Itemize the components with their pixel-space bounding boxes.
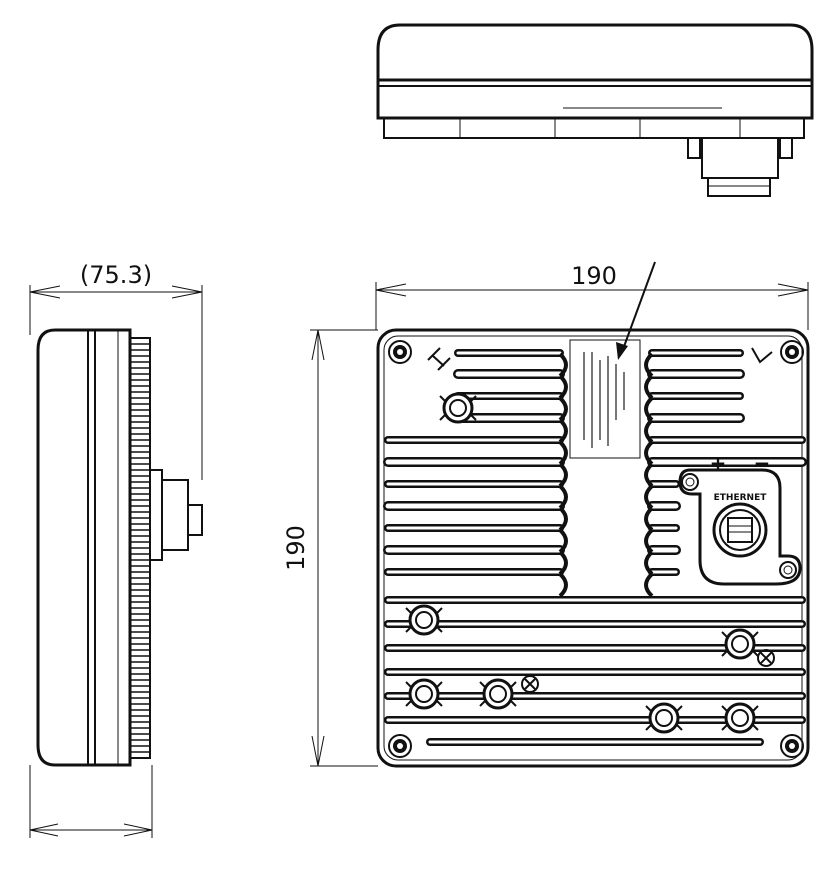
side-fins (130, 338, 150, 758)
minus-symbol: − (754, 451, 771, 475)
label-plate (570, 340, 640, 458)
side-view: (75.3) (30, 261, 202, 838)
ethernet-label: ETHERNET (714, 493, 768, 503)
width-dimension-label: 190 (571, 262, 617, 290)
mounting-bosses (406, 394, 774, 732)
label-text-lines (584, 352, 624, 448)
ethernet-connector: ETHERNET + − (680, 451, 800, 584)
front-view: 190 190 (282, 262, 808, 766)
orientation-marker-right (752, 348, 772, 362)
height-dimension-label: 190 (282, 525, 310, 571)
plus-symbol: + (710, 451, 727, 475)
leader-arrow (622, 262, 655, 352)
top-view (378, 25, 812, 196)
depth-dimension-label: (75.3) (80, 261, 152, 289)
orientation-marker-left (428, 348, 450, 370)
